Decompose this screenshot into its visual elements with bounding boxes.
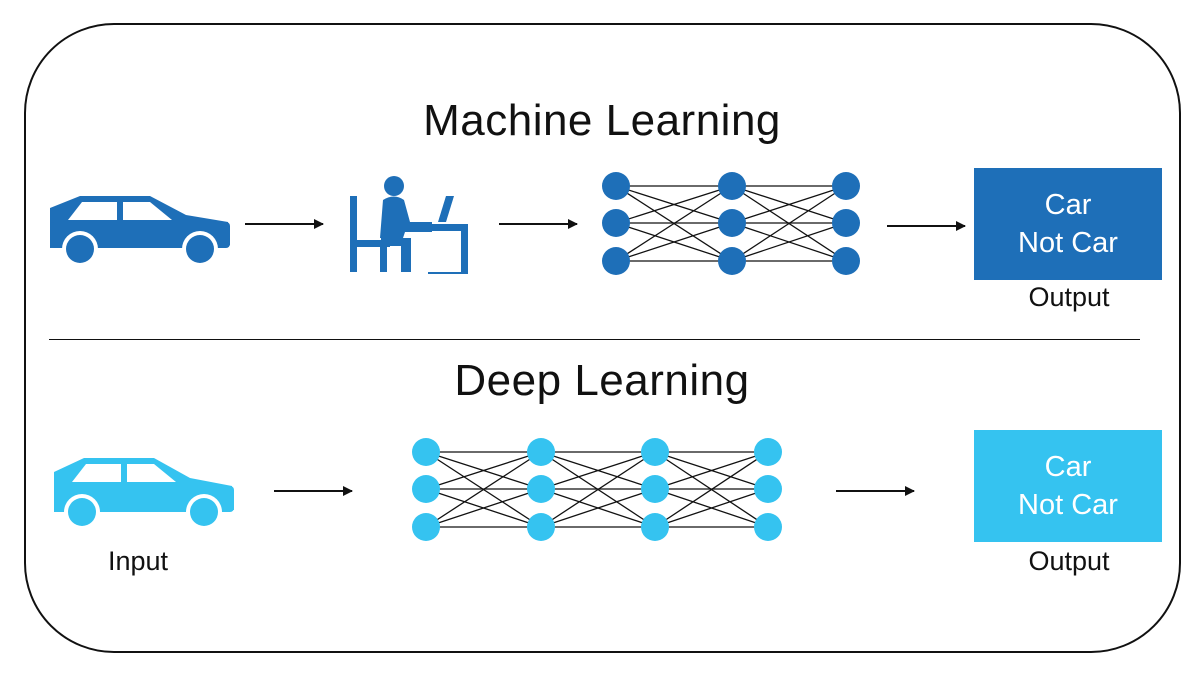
machine-learning-title: Machine Learning (423, 96, 781, 145)
ml-net-node (718, 247, 746, 275)
dl-net-connection (654, 488, 769, 528)
ml-neural-network-icon (602, 172, 860, 275)
dl-net-node (527, 475, 555, 503)
ml-net-connection (615, 185, 733, 224)
dl-net-connection (425, 488, 542, 528)
dl-output-not-car-label: Not Car (1018, 489, 1118, 521)
ml-output-not-car-label: Not Car (1018, 227, 1118, 259)
dl-input-caption: Input (107, 546, 169, 576)
dl-net-connection (540, 451, 656, 490)
dl-net-node (754, 438, 782, 466)
ml-person-at-computer-icon (350, 176, 468, 274)
dl-net-node (641, 438, 669, 466)
dl-net-connection (654, 451, 769, 528)
dl-net-node (412, 438, 440, 466)
dl-net-connection (540, 451, 656, 528)
ml-output-car-label: Car (1044, 189, 1092, 221)
ml-output-box (974, 168, 1162, 280)
dl-neural-network-icon (412, 438, 782, 541)
ml-net-node (718, 172, 746, 200)
dl-output-car-label: Car (1044, 451, 1092, 483)
dl-net-node (641, 513, 669, 541)
ml-net-node (718, 209, 746, 237)
dl-net-connection (654, 451, 769, 490)
dl-car-icon (54, 458, 234, 530)
dl-net-node (412, 513, 440, 541)
diagram-frame (24, 23, 1181, 653)
ml-net-connection (731, 185, 847, 262)
ml-net-node (602, 209, 630, 237)
ml-net-connection (731, 222, 847, 262)
dl-output-box (974, 430, 1162, 542)
ml-net-connection (615, 222, 733, 262)
dl-net-node (754, 475, 782, 503)
ml-net-connection (731, 185, 847, 224)
ml-net-node (602, 247, 630, 275)
ml-output-text: Car Not Car (974, 186, 1162, 262)
ml-net-node (832, 209, 860, 237)
deep-learning-title: Deep Learning (454, 356, 750, 405)
dl-output-text: Car Not Car (974, 448, 1162, 524)
dl-output-caption: Output (1028, 546, 1110, 576)
dl-net-node (754, 513, 782, 541)
dl-net-node (641, 475, 669, 503)
ml-net-connection (615, 185, 733, 262)
ml-net-node (832, 172, 860, 200)
ml-output-caption: Output (1028, 282, 1110, 312)
dl-net-node (527, 438, 555, 466)
dl-net-connection (425, 451, 542, 490)
dl-net-connection (540, 488, 656, 528)
section-divider (49, 339, 1140, 340)
dl-net-node (412, 475, 440, 503)
ml-net-node (602, 172, 630, 200)
dl-net-connection (425, 451, 542, 528)
ml-net-node (832, 247, 860, 275)
ml-car-icon (50, 196, 230, 267)
dl-net-node (527, 513, 555, 541)
